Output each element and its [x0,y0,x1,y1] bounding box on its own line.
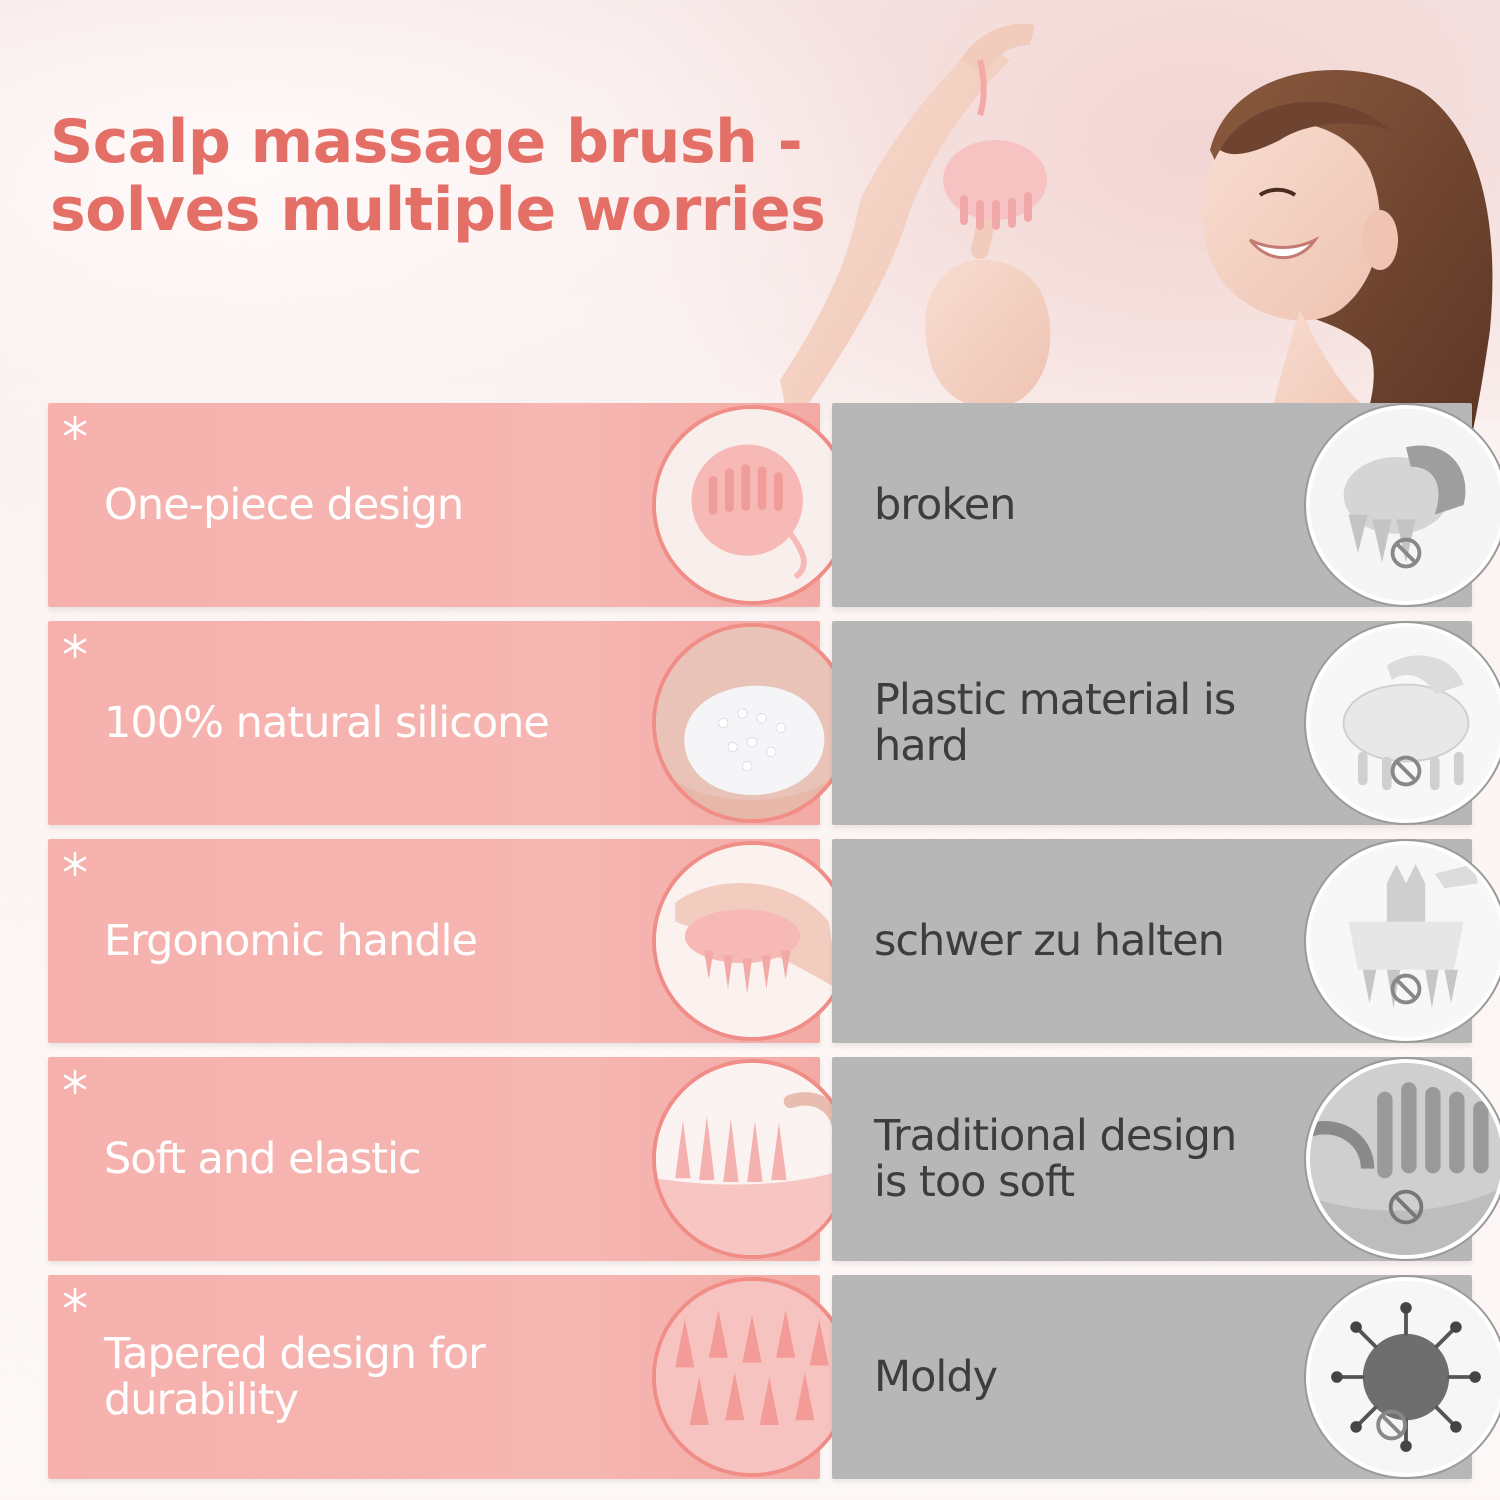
title-line-1: Scalp massage brush - [50,107,803,177]
hard-to-hold-brush-image [1306,841,1500,1041]
advantage-label: Soft and elastic [104,1134,422,1184]
tapered-bristles-image [652,1277,852,1477]
snowflake-icon [63,1287,87,1313]
soft-bristles-gray-image [1306,1059,1500,1259]
drawback-card-hard-to-hold: schwer zu halten [832,839,1500,1043]
mold-virus-image [1306,1277,1500,1477]
snowflake-icon [63,851,87,877]
hand-holding-brush-image [652,841,852,1041]
advantage-label: Ergonomic handle [104,916,478,966]
drawback-label: Plastic material is hard [874,675,1236,771]
soft-bristles-bending-image [652,1059,852,1259]
drawback-card-too-soft: Traditional design is too soft [832,1057,1500,1261]
drawback-label: Traditional design is too soft [874,1111,1237,1207]
advantage-card-tapered: Tapered design for durability [48,1275,852,1479]
title-line-2: solves multiple worries [50,175,826,245]
advantage-label: Tapered design for durability [104,1329,486,1425]
drawback-card-plastic: Plastic material is hard [832,621,1500,825]
advantage-card-silicone: 100% natural silicone [48,621,852,825]
drawback-card-broken: broken [832,403,1500,607]
drawback-card-moldy: Moldy [832,1275,1500,1479]
drawback-label: Moldy [874,1352,998,1402]
snowflake-icon [63,1069,87,1095]
snowflake-icon [63,415,87,441]
advantage-card-soft: Soft and elastic [48,1057,852,1261]
advantage-label: 100% natural silicone [104,698,550,748]
drawbacks-list: broken Plastic material is hard schwer z… [832,403,1500,1493]
advantage-card-one-piece: One-piece design [48,403,852,607]
broken-brush-image [1306,405,1500,605]
advantage-card-ergonomic: Ergonomic handle [48,839,852,1043]
advantage-label: One-piece design [104,480,464,530]
plastic-brush-image [1306,623,1500,823]
drawback-label: broken [874,480,1016,530]
drawback-label: schwer zu halten [874,916,1225,966]
silicone-beads-in-hands-image [652,623,852,823]
pink-brush-round-image [652,405,852,605]
advantages-list: One-piece design 100% natural silicone E… [48,403,852,1493]
page-title: Scalp massage brush - solves multiple wo… [50,107,826,245]
snowflake-icon [63,633,87,659]
